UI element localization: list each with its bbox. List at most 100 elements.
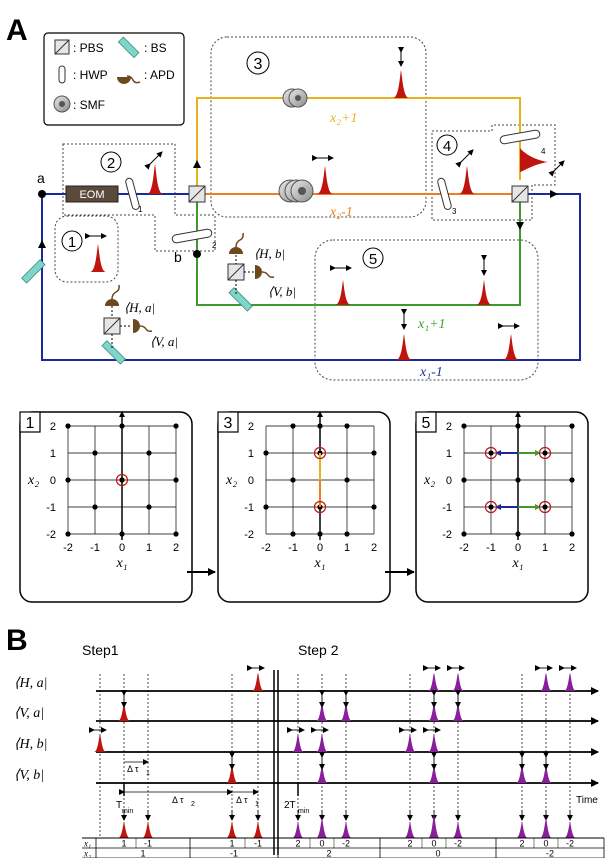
pulse-x2-minus	[317, 166, 333, 194]
lattice-point	[461, 531, 467, 537]
lattice-point	[146, 450, 152, 456]
x-tick: 2	[173, 542, 179, 554]
y-tick: 1	[248, 448, 254, 460]
x-axis-label: x₁	[313, 556, 325, 571]
bs-b	[228, 287, 253, 312]
pulse-stage4-side	[520, 148, 548, 172]
row-label: ⟨H, a|	[14, 676, 47, 691]
detector-links	[111, 255, 254, 348]
beam-paths	[41, 97, 581, 361]
path-label-x1-plus: x₁+1	[417, 317, 446, 332]
lattice-number-box	[415, 411, 437, 433]
pulse-Hb	[94, 734, 106, 752]
eom-label: EOM	[79, 189, 104, 201]
x-tick: -2	[459, 542, 469, 554]
apd-icon	[117, 75, 141, 84]
y-tick: 2	[50, 421, 56, 433]
table-x1-value: 1	[229, 839, 234, 849]
table-x2-value: 1	[140, 849, 145, 858]
det-label-Va: ⟨V, a|	[150, 334, 178, 349]
output-pulse	[404, 822, 416, 838]
output-pulse	[516, 822, 528, 838]
dtau1-label: Δ τ	[127, 764, 139, 774]
x-tick: 0	[317, 542, 323, 554]
pulse-Vb	[428, 765, 440, 783]
apd-Va-icon	[133, 319, 153, 333]
table-x2-value: 0	[435, 849, 440, 858]
x-tick: -1	[90, 542, 100, 554]
stage-3-number: 3	[254, 56, 263, 73]
pulse-Ha	[452, 673, 464, 691]
beam-arrow-down	[516, 222, 524, 230]
output-pulse	[340, 822, 352, 838]
output-pulse	[452, 822, 464, 838]
lattice-point	[290, 477, 296, 483]
x-tick: 2	[569, 542, 575, 554]
lattice-point	[65, 423, 71, 429]
y-tick: 0	[446, 475, 452, 487]
y-tick: -1	[244, 502, 254, 514]
apd-Vb-icon	[255, 265, 275, 279]
highlight-ring	[313, 500, 327, 514]
lattice-point	[488, 450, 494, 456]
beam-arrow-up	[193, 160, 201, 168]
hwp-1: 1	[125, 177, 143, 214]
det-label-Vb: ⟨V, b|	[268, 284, 296, 299]
lattice-point	[542, 504, 548, 510]
x-tick: 1	[146, 542, 152, 554]
tmin-sub: min	[122, 808, 133, 815]
lattice-point	[344, 423, 350, 429]
bs-left	[21, 259, 46, 284]
pulse-Va	[316, 703, 328, 721]
lattice-point	[542, 450, 548, 456]
stage-3-box	[210, 36, 427, 218]
dtau1b-label: Δ τ	[236, 795, 248, 805]
highlight-ring	[115, 473, 129, 487]
pulse-x2-plus	[393, 70, 409, 98]
table-x1-value: 2	[295, 839, 300, 849]
stage-4-number: 4	[443, 138, 451, 155]
path-label-x2-minus: x₂-1	[329, 205, 353, 220]
dtau1-sub: 1	[146, 770, 150, 777]
y-tick: 2	[446, 421, 452, 433]
lattice-point	[317, 423, 323, 429]
lattice-point	[317, 531, 323, 537]
path-label-x2-plus: x₂+1	[329, 111, 358, 126]
lattice-point	[263, 504, 269, 510]
lattice-point	[290, 531, 296, 537]
pulse-x1-plus-2	[476, 280, 492, 305]
row-label: ⟨V, a|	[14, 706, 44, 721]
legend-apd: : APD	[144, 68, 175, 82]
dtau2-sub: 2	[191, 801, 195, 808]
y-tick: -2	[244, 529, 254, 541]
lattice-number: 5	[422, 415, 431, 432]
pulse-Va	[118, 703, 130, 721]
stage-4-box	[431, 124, 556, 221]
y-axis-label: x₂	[423, 473, 435, 488]
hwp-4: 4	[499, 129, 546, 156]
pulse-Hb	[316, 734, 328, 752]
output-pulse	[118, 822, 130, 838]
lattice-point	[173, 423, 179, 429]
eom: EOM	[65, 185, 119, 203]
table-x2-value: -2	[546, 849, 554, 858]
bs-a	[101, 340, 126, 365]
stage-numbers: 2 1 3 4 5	[61, 51, 458, 269]
lattice-number-box	[217, 411, 239, 433]
pulse-Ha	[252, 673, 264, 691]
lattice-point	[569, 531, 575, 537]
output-pulse	[564, 822, 576, 838]
lattice-point	[65, 531, 71, 537]
pulse-stage2	[147, 164, 163, 194]
panel-a-label: A	[6, 14, 28, 47]
x-tick: -2	[261, 542, 271, 554]
x-tick: 1	[344, 542, 350, 554]
hwp-4-sub: 4	[541, 147, 546, 156]
x-tick: -1	[486, 542, 496, 554]
pulse-Va	[340, 703, 352, 721]
port-a-label: a	[37, 170, 45, 186]
y-tick: 0	[50, 475, 56, 487]
table-x1-value: 0	[543, 839, 548, 849]
